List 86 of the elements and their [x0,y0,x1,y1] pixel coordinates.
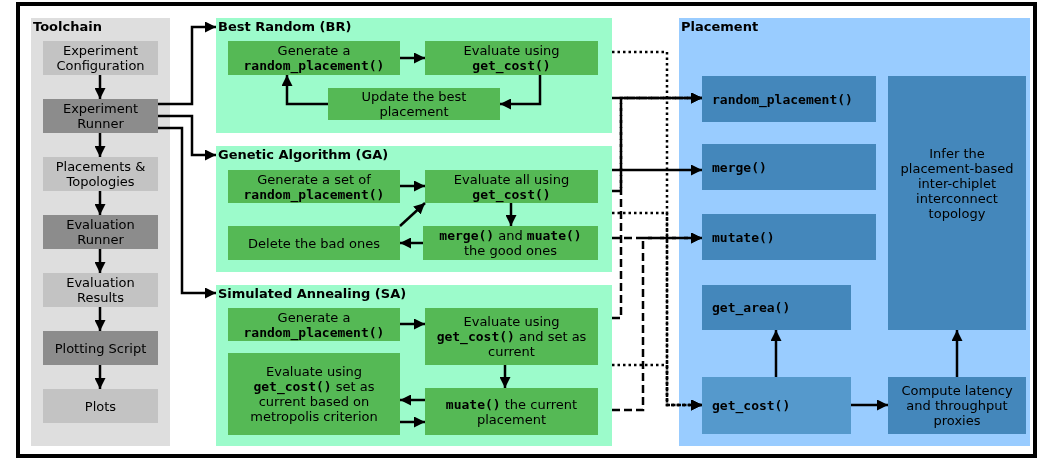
box-text: Placements & Topologies [54,159,147,189]
arrow [399,202,426,227]
arrow [94,191,106,215]
function-box [702,144,876,190]
arrow [499,365,511,388]
box-text: Experiment Runner [61,101,140,131]
step-box [43,157,158,191]
process-box [328,88,500,120]
panel-title: Toolchain [33,19,102,35]
box-text: Delete the bad ones [248,235,380,251]
placement-panel [679,18,1030,446]
box-text: muate() the current placement [444,396,579,427]
arrow [500,75,542,110]
box-text: Plotting Script [54,340,147,356]
arrow [400,394,425,406]
process-box [425,41,598,75]
function-name: random_placement() [712,91,853,107]
function-name: get_area() [712,300,791,315]
step-box [43,215,158,249]
function-name: get_cost() [712,398,791,413]
function-box [702,76,876,122]
arrow [281,75,328,106]
process-box [888,76,1026,330]
arrow [851,399,888,411]
box-text: Plots [84,398,117,414]
arrow [505,203,517,226]
panel-title: Simulated Annealing (SA) [218,286,407,302]
step-box [43,389,158,423]
function-box [702,285,851,330]
process-box [228,308,400,341]
process-box [425,308,598,365]
box-text: Evaluate all using get_cost() [452,171,571,202]
arrow [158,126,216,299]
arrow [94,307,106,331]
arrow [400,237,423,249]
arrow [158,114,216,161]
process-box [228,226,400,260]
arrow [400,416,425,428]
arrow [400,318,425,330]
box-text: Update the best placement [360,89,468,119]
box-text: Generate a random_placement() [242,43,386,73]
process-box [228,41,400,75]
box-text: merge() and muate() the good ones [438,228,583,258]
arrow [612,164,702,176]
step-box [43,41,158,75]
function-name: merge() [712,159,767,175]
box-text: Evaluate using get_cost() and set as current [435,314,588,359]
toolchain-panel [31,18,170,446]
box-text: Infer the placement-based inter-chiplet interconnect topology [899,146,1015,221]
process-box [228,170,400,203]
arrow [400,180,425,192]
arrow [158,21,216,106]
box-text: Experiment Configuration [55,43,146,73]
arrow [94,365,106,389]
algorithm-panel [216,18,612,133]
box-text: Compute latency and throughput proxies [900,383,1014,428]
arrow [94,249,106,273]
algorithm-panel [216,285,612,446]
dashed-arrow [612,92,702,320]
box-text: Generate a set of random_placement() [242,171,386,202]
box-text: Evaluate using get_cost() set as current based on metropolis criterion [249,364,379,424]
panel-title: Genetic Algorithm (GA) [218,147,389,163]
process-box [228,353,400,435]
panel-title: Best Random (BR) [218,19,352,35]
arrow [951,330,963,377]
step-box [43,273,158,307]
box-text: Evaluate using get_cost() [462,43,561,73]
function-box [702,377,851,434]
box-text: Generate a random_placement() [242,309,386,340]
process-box [888,377,1026,434]
box-text: Evaluation Runner [65,217,136,247]
arrow [94,75,106,99]
process-box [425,388,598,435]
process-box [425,170,598,203]
algorithm-panel [216,146,612,272]
arrow [770,330,782,377]
process-box [423,226,598,260]
function-box [702,214,876,260]
arrow [94,133,106,157]
arrow [400,52,425,64]
box-text: Evaluation Results [65,275,136,305]
step-box [43,99,158,133]
function-name: mutate() [712,229,775,245]
panel-title: Placement [681,19,759,35]
step-box [43,331,158,365]
dashed-arrow [612,363,702,411]
